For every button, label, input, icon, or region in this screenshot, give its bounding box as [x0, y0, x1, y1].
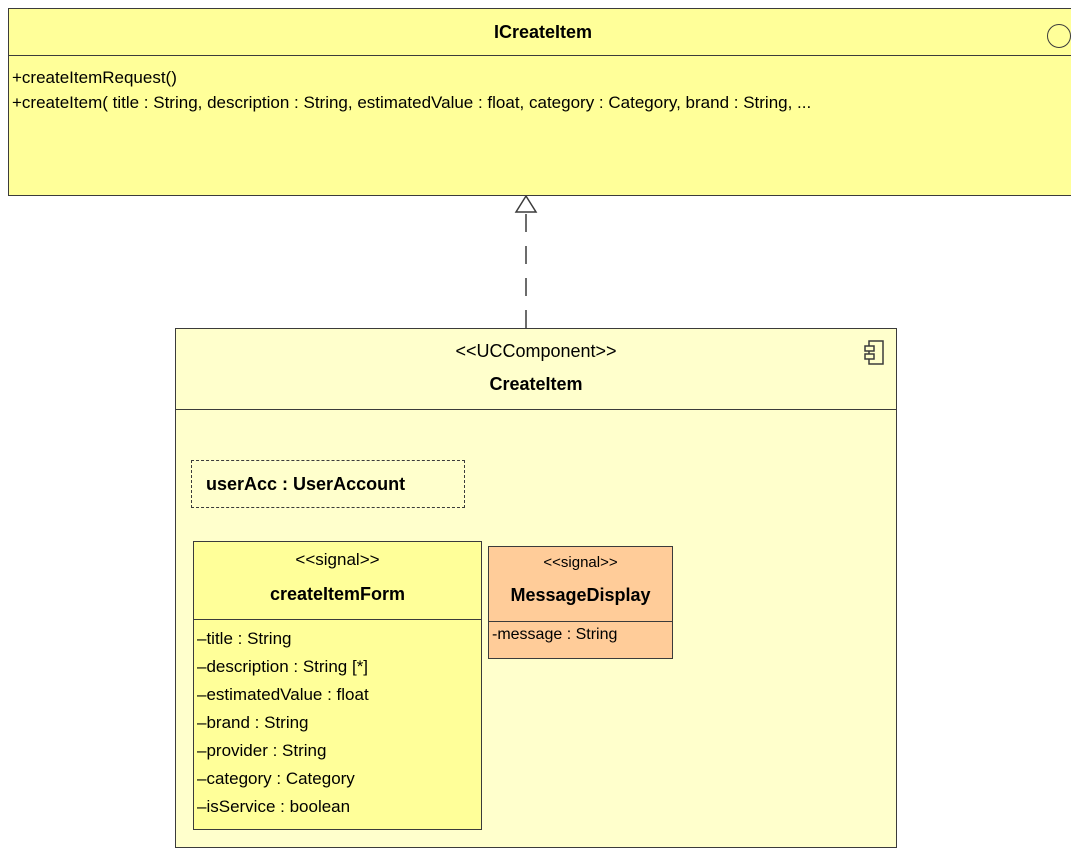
attribute: –isService : boolean — [197, 797, 351, 816]
signal-header: <<signal>> createItemForm — [194, 542, 481, 620]
signal-stereotype: <<signal>> — [295, 550, 380, 569]
realization-arrowhead — [514, 194, 538, 213]
attribute: –provider : String — [197, 741, 327, 760]
component-icon — [864, 340, 884, 365]
interface-operations: +createItemRequest() +createItem( title … — [12, 65, 811, 115]
attribute: –brand : String — [197, 713, 309, 732]
attribute: –category : Category — [197, 769, 355, 788]
interface-box[interactable]: ICreateItem +createItemRequest() +create… — [8, 8, 1071, 196]
attribute: –estimatedValue : float — [197, 685, 369, 704]
signal-header: <<signal>> MessageDisplay — [489, 547, 672, 622]
part-useracc[interactable]: userAcc : UserAccount — [191, 460, 465, 508]
interface-circle-icon — [1047, 24, 1071, 48]
component-stereotype: <<UCComponent>> — [455, 341, 617, 361]
interface-name: ICreateItem — [9, 9, 1071, 56]
signal-attributes: -message : String — [492, 626, 617, 644]
part-label: userAcc : UserAccount — [206, 473, 406, 494]
signal-attributes: –title : String –description : String [*… — [197, 625, 369, 821]
component-header: <<UCComponent>> CreateItem — [176, 329, 896, 410]
signal-createitemform[interactable]: <<signal>> createItemForm –title : Strin… — [193, 541, 482, 830]
component-name: CreateItem — [489, 374, 583, 394]
interface-operation: +createItemRequest() — [12, 68, 177, 87]
attribute: -message : String — [492, 626, 618, 643]
interface-operation: +createItem( title : String, description… — [12, 93, 812, 112]
attribute: –title : String — [197, 629, 292, 648]
signal-messagedisplay[interactable]: <<signal>> MessageDisplay -message : Str… — [488, 546, 673, 659]
signal-stereotype: <<signal>> — [543, 554, 618, 571]
signal-name: createItemForm — [269, 584, 406, 604]
signal-name: MessageDisplay — [510, 585, 651, 605]
attribute: –description : String [*] — [197, 657, 369, 676]
